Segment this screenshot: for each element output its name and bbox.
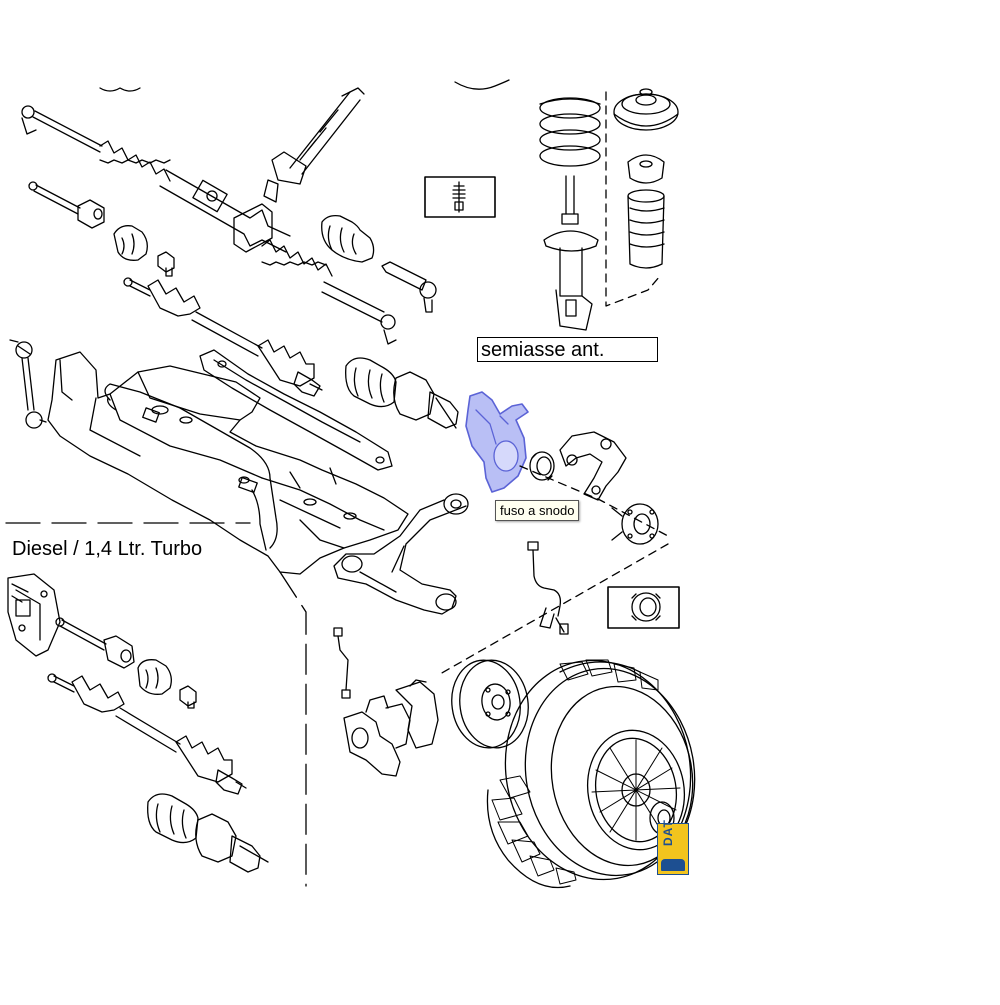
label-semiasse[interactable]: semiasse ant.: [477, 337, 658, 362]
wheel-tire[interactable]: [486, 646, 710, 895]
brake-caliper-bracket[interactable]: [559, 431, 627, 501]
boot-right[interactable]: [321, 214, 375, 263]
dust-boot[interactable]: [627, 189, 665, 269]
steering-rack[interactable]: [21, 105, 397, 345]
wheel-bearing[interactable]: [529, 451, 555, 481]
lower-control-arm[interactable]: [333, 493, 469, 615]
joint-bolt-left[interactable]: [157, 251, 175, 277]
diesel-cv-joint[interactable]: [147, 793, 269, 873]
dat-logo-icon: DAT: [657, 819, 689, 875]
diesel-intermediate-bearing[interactable]: [7, 573, 61, 657]
steering-knuckle[interactable]: [465, 391, 529, 493]
dat-logo-text: DAT: [661, 819, 675, 846]
steering-column[interactable]: [99, 79, 510, 203]
cv-joint-right[interactable]: [345, 357, 459, 429]
tone-ring-box[interactable]: [607, 586, 680, 629]
coil-spring[interactable]: [539, 97, 601, 167]
wheel-hub[interactable]: [611, 503, 659, 545]
column-dash-line: [279, 571, 307, 887]
subframe[interactable]: [47, 351, 409, 575]
strut-mount[interactable]: [613, 88, 679, 131]
abs-dash-line: [439, 543, 669, 675]
abs-sensor[interactable]: [527, 541, 569, 635]
car-icon: [661, 859, 685, 871]
diesel-intermediate-shaft[interactable]: [55, 617, 135, 669]
diesel-joint-bolt[interactable]: [179, 685, 197, 709]
tooltip-fuso-a-snodo: fuso a snodo: [495, 500, 580, 521]
driveshaft-left[interactable]: [123, 277, 323, 397]
brake-hose[interactable]: [333, 627, 351, 699]
brake-caliper[interactable]: [343, 679, 439, 777]
shock-absorber[interactable]: [543, 175, 599, 331]
diesel-boot-small[interactable]: [137, 659, 172, 695]
bolt-box[interactable]: [424, 176, 496, 218]
bump-stop[interactable]: [627, 154, 665, 184]
strut-dash-line: [605, 91, 661, 307]
label-diesel: Diesel / 1,4 Ltr. Turbo: [12, 538, 203, 560]
reinforcement-bar[interactable]: [199, 349, 393, 471]
diesel-driveshaft[interactable]: [47, 673, 247, 795]
tie-rod-end-right[interactable]: [381, 261, 437, 313]
brake-disc[interactable]: [446, 656, 534, 753]
stabilizer-link[interactable]: [9, 339, 47, 429]
tie-rod-inner[interactable]: [28, 181, 105, 229]
boot-small-left[interactable]: [113, 225, 148, 261]
axis-dash-line: [519, 465, 669, 537]
